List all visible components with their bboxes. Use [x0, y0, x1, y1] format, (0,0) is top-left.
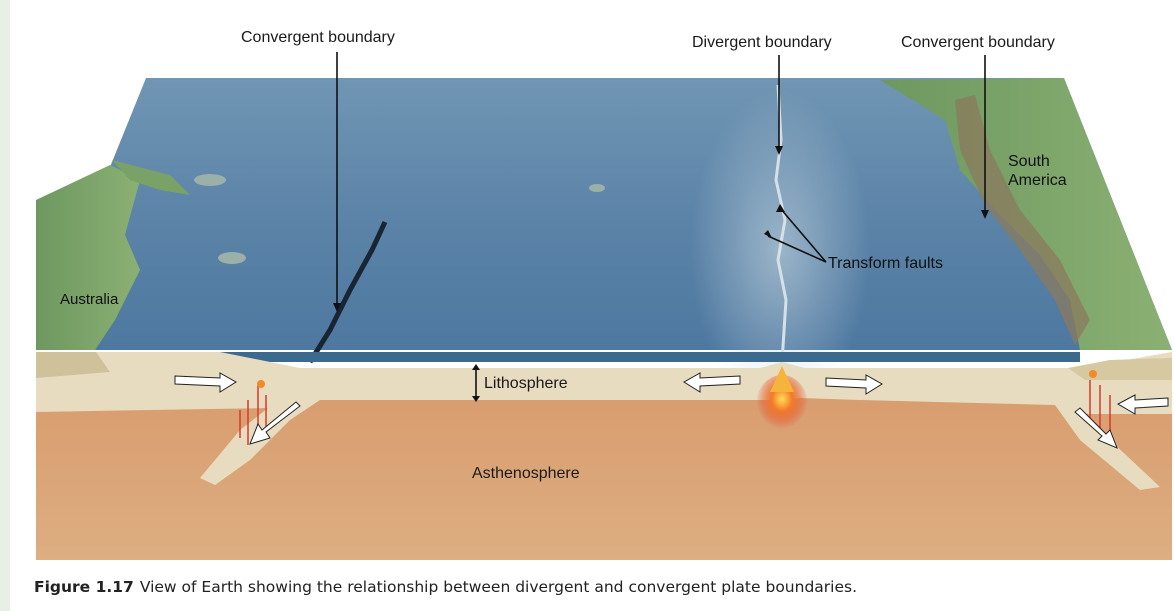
volcano-icon [257, 380, 265, 388]
lithosphere-label: Lithosphere [484, 376, 568, 392]
island-arc [589, 184, 605, 192]
figure-number: Figure 1.17 [34, 578, 134, 596]
island-arc [218, 252, 246, 264]
asthenosphere-label: Asthenosphere [472, 466, 580, 482]
page-edge [0, 0, 10, 611]
south-america-label: South America [1008, 152, 1067, 190]
figure-caption-text: View of Earth showing the relationship b… [140, 578, 857, 596]
volcano-icon [1089, 370, 1097, 378]
divergent-boundary-label: Divergent boundary [692, 35, 832, 51]
arrowhead-icon [472, 364, 480, 370]
convergent-boundary-right-label: Convergent boundary [901, 35, 1055, 51]
australia-label: Australia [60, 292, 118, 307]
sediment-right [1068, 358, 1172, 380]
transform-faults-label: Transform faults [828, 256, 943, 272]
figure-caption: Figure 1.17 View of Earth showing the rel… [34, 578, 857, 596]
island-arc [194, 174, 226, 186]
convergent-boundary-left-label: Convergent boundary [241, 30, 395, 46]
